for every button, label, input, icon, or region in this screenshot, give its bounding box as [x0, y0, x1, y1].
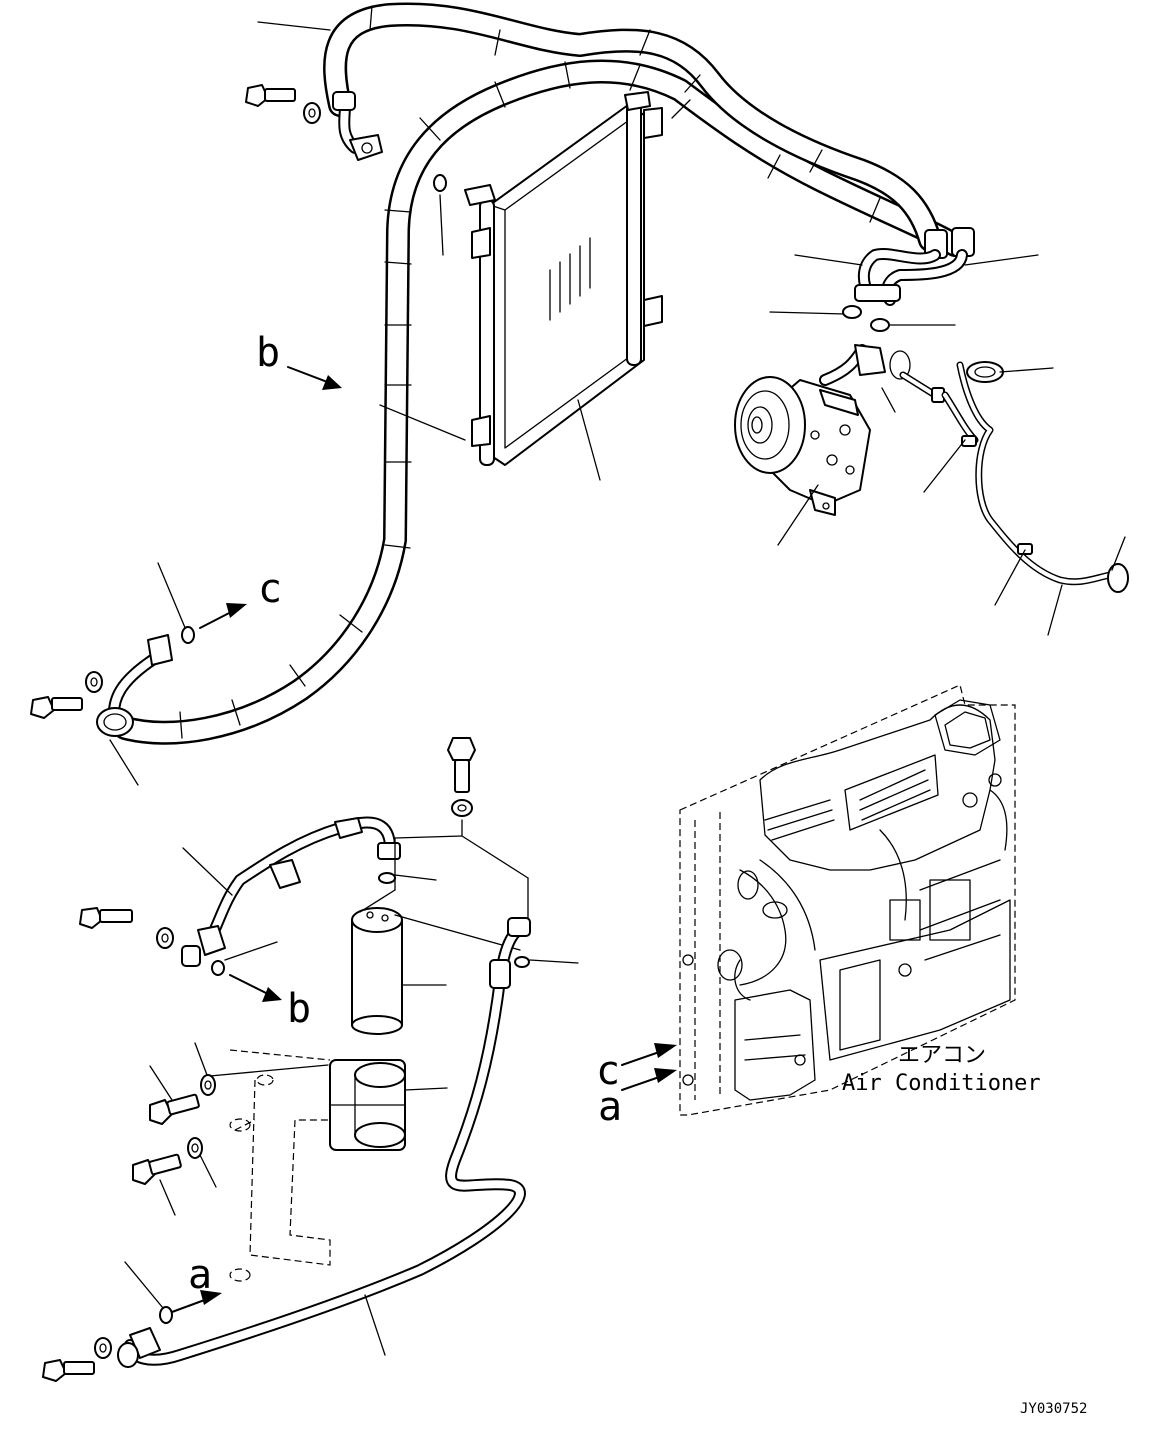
arrows-lower	[171, 974, 677, 1313]
air-conditioner-unit	[679, 684, 1016, 1116]
wiring-harness	[941, 361, 1129, 593]
label-b-upper: b	[256, 330, 280, 376]
leader-lines-upper	[109, 21, 1126, 786]
condenser	[464, 91, 663, 466]
lower-piping	[42, 737, 531, 1382]
label-c-upper: c	[258, 566, 282, 612]
label-view-japanese: エアコン	[898, 1043, 986, 1068]
label-view-english: Air Conditioner	[842, 1071, 1041, 1096]
upper-hose-assembly	[96, 2, 975, 745]
o-rings-upper	[181, 174, 890, 644]
label-a-lower: a	[188, 1252, 212, 1298]
receiver-drier	[351, 872, 403, 1035]
label-c-right: c	[596, 1048, 620, 1094]
drawing-code: JY030752	[1020, 1401, 1087, 1417]
leader-lines-lower	[124, 847, 579, 1356]
arrows-upper	[199, 366, 342, 629]
compressor	[734, 344, 945, 516]
label-a-right: a	[598, 1084, 622, 1130]
drier-clamp	[329, 1059, 406, 1151]
label-b-lower: b	[287, 986, 311, 1032]
bolts-upper	[30, 84, 321, 719]
